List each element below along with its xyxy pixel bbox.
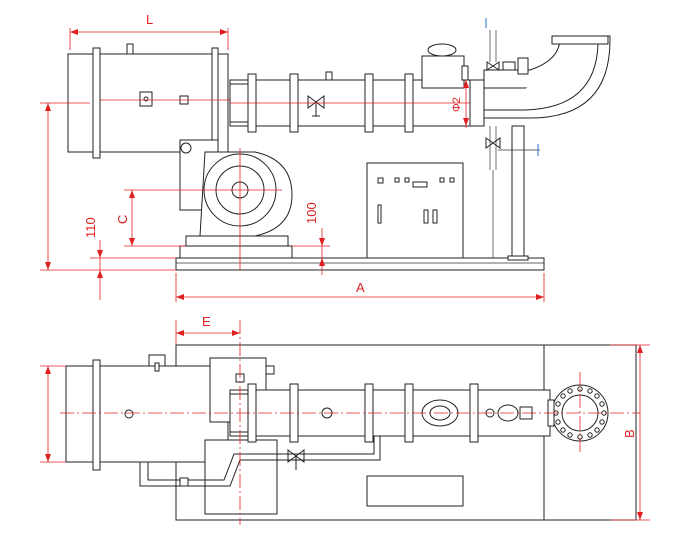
dim-plan-height (40, 365, 66, 463)
plan-fan-motor (204, 439, 278, 515)
label-C: C (115, 215, 130, 224)
label-E: E (202, 314, 211, 329)
dim-L: L (70, 12, 228, 35)
dim-A: A (175, 273, 545, 302)
support-column (511, 125, 525, 259)
base-frame (175, 257, 545, 271)
control-cabinet (366, 162, 464, 259)
dim-C: C (115, 189, 200, 247)
burner-flange (92, 47, 101, 159)
plan-control-cabinet (366, 475, 464, 507)
plan-burner-housing (65, 365, 229, 463)
dim-phi2: Φ2 (451, 80, 469, 128)
dim-E: E (175, 314, 240, 345)
label-L: L (146, 12, 153, 27)
dim-overall-height (40, 102, 176, 271)
dim-110: 110 (83, 217, 176, 300)
dim-100: 100 (292, 202, 330, 275)
label-110: 110 (83, 217, 98, 238)
label-B: B (622, 429, 637, 438)
label-phi2: Φ2 (451, 97, 463, 112)
dim-B: B (610, 344, 650, 521)
plan-view: E B (40, 314, 650, 525)
solenoid-box (421, 55, 465, 89)
outlet-flange (551, 35, 609, 45)
label-A: A (356, 280, 365, 295)
elevation-view: L A 110 C (40, 12, 611, 302)
label-100: 100 (304, 202, 319, 224)
